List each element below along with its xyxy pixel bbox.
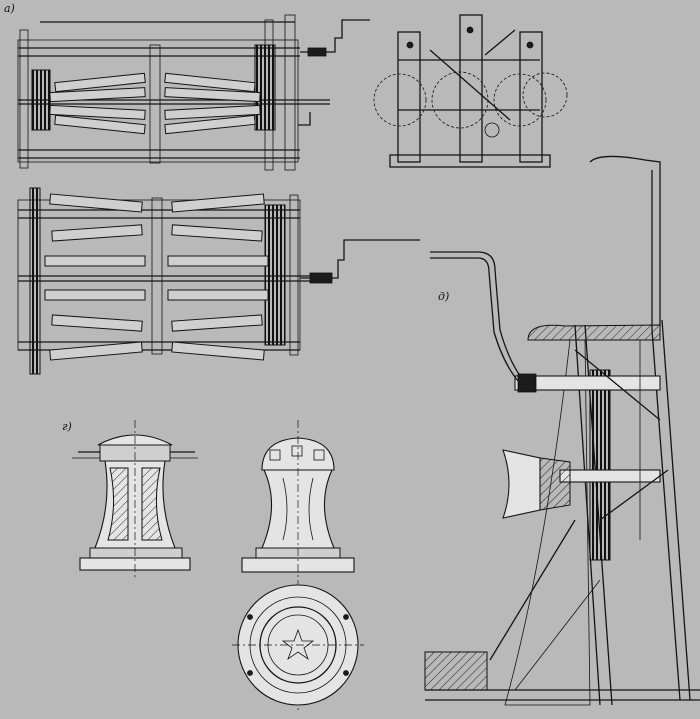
fig-label-d: д) xyxy=(438,290,450,303)
long-bars-right xyxy=(167,193,269,361)
capstan-bars-left xyxy=(49,72,146,135)
capstan-bars-right xyxy=(164,72,261,135)
capstan-elevation xyxy=(241,420,355,710)
view-v-plan xyxy=(17,187,420,375)
fig-label-a: a) xyxy=(4,2,15,15)
long-bars-left xyxy=(44,193,146,361)
view-g-section xyxy=(72,420,198,580)
view-d-section xyxy=(424,155,700,706)
fig-label-g: г) xyxy=(62,420,72,433)
view-a-plan xyxy=(17,14,370,171)
view-b-side xyxy=(373,14,568,168)
capstan-plan xyxy=(232,584,364,706)
